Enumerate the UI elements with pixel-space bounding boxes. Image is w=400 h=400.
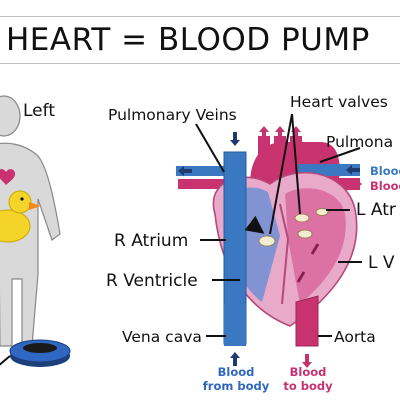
label-left: Left xyxy=(23,101,55,121)
pump-base-icon xyxy=(0,339,71,367)
left-pulmonary-veins xyxy=(176,166,230,189)
rubber-duck-icon xyxy=(0,190,41,243)
aorta xyxy=(295,295,319,347)
label-aorta: Aorta xyxy=(334,328,376,346)
flow-arrows xyxy=(178,126,362,368)
label-blood-from-body-line1: Blood xyxy=(218,365,255,379)
label-blood-cut-2: Blood xyxy=(370,179,400,193)
label-r-atrium: R Atrium xyxy=(114,231,188,251)
label-blood-to-body-line1: Blood xyxy=(290,365,327,379)
heart-pump-diagram: Left xyxy=(0,93,400,393)
label-blood-cut-1: Blood xyxy=(370,164,400,178)
heart-valves xyxy=(258,208,329,247)
label-l-ventricle-cut: L V xyxy=(368,253,395,273)
label-blood-from-body-line2: from body xyxy=(203,379,270,393)
label-heart-valves: Heart valves xyxy=(290,93,388,111)
label-vena-cava: Vena cava xyxy=(122,328,202,346)
label-pulmonary-cut: Pulmona xyxy=(326,133,393,151)
label-l-atrium-cut: L Atr xyxy=(356,200,396,220)
label-blood-to-body-line2: to body xyxy=(283,379,333,393)
title-bar: HEART = BLOOD PUMP xyxy=(0,16,400,64)
vena-cava xyxy=(223,151,247,346)
page-title: HEART = BLOOD PUMP xyxy=(6,22,370,58)
label-r-ventricle: R Ventricle xyxy=(106,271,198,291)
pointer-lines xyxy=(195,113,362,337)
label-pulmonary-veins: Pulmonary Veins xyxy=(108,106,237,124)
